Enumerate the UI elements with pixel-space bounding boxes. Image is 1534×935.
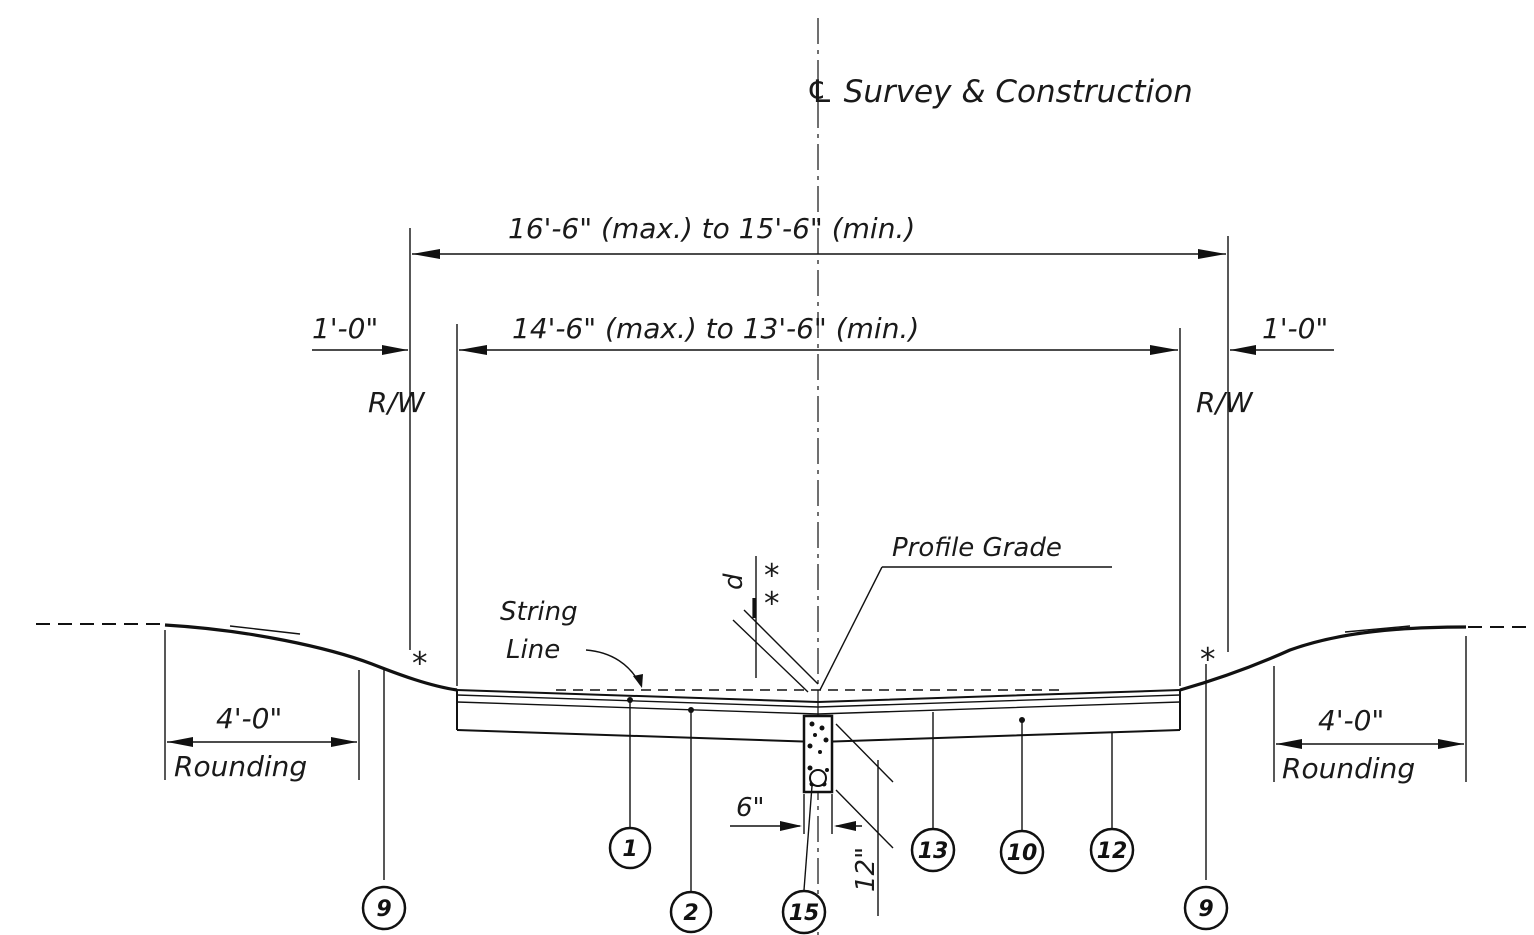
leader-2-dot [688, 707, 694, 713]
callout-10-text: 10 [1007, 841, 1038, 866]
arrow-offset-right [1230, 345, 1256, 355]
callout-12: 12 [1089, 827, 1135, 873]
callout-15: 15 [781, 889, 827, 935]
arrow-offset-left [382, 345, 408, 355]
drain-depth-label: 12" [851, 847, 881, 892]
rounding-label-left: Rounding [174, 750, 307, 783]
inner-dimension-label: 14'-6" (max.) to 13'-6" (min.) [512, 312, 919, 345]
drain-depth-ext-1 [835, 723, 894, 783]
underdrain-gravel [807, 721, 829, 787]
rounding-arrow-left-1 [167, 737, 193, 747]
callout-10: 10 [999, 829, 1045, 875]
d-label: d [719, 573, 749, 590]
row-label-right: R/W [1196, 386, 1254, 419]
string-line-arrow [633, 674, 643, 688]
callout-9-left: 9 [361, 885, 407, 931]
rounding-width-right: 4'-0" [1318, 704, 1384, 737]
callout-9-right-text: 9 [1198, 897, 1213, 922]
drain-width-arrow-left [780, 821, 802, 831]
callout-1: 1 [608, 826, 652, 870]
arrow-inner-right [1150, 345, 1178, 355]
rounding-arrow-left-2 [331, 737, 357, 747]
pavement-layer-1 [456, 694, 1181, 708]
underdrain-pipe [809, 769, 827, 787]
d-extension-1 [732, 619, 809, 693]
offset-label-right: 1'-0" [1262, 312, 1328, 345]
drain-width-label: 6" [736, 793, 765, 823]
pavement-surface [456, 689, 1181, 704]
outer-dimension-label: 16'-6" (max.) to 15'-6" (min.) [508, 212, 915, 245]
double-star-2: * [764, 586, 780, 622]
drain-depth-ext-2 [835, 789, 894, 849]
hatch-right [1344, 625, 1411, 633]
star-right: * [1200, 642, 1216, 678]
pavement-layer-2 [456, 701, 1181, 715]
arrow-inner-left [459, 345, 487, 355]
callout-12-text: 12 [1097, 839, 1128, 864]
row-label-left: R/W [368, 386, 426, 419]
callout-13: 13 [910, 827, 956, 873]
string-line-leader [585, 649, 641, 685]
rounding-arrow-right-2 [1438, 739, 1464, 749]
star-left: * [412, 646, 428, 682]
callout-2: 2 [669, 890, 713, 934]
callout-2-text: 2 [683, 901, 698, 926]
callout-13-text: 13 [918, 839, 949, 864]
ground-profile-right [1179, 625, 1467, 692]
offset-label-left: 1'-0" [312, 312, 378, 345]
leader-10-dot [1019, 717, 1025, 723]
string-line-label-1: String [500, 597, 578, 627]
arrow-outer-left [412, 249, 440, 259]
underdrain-trench [802, 714, 834, 794]
callout-9-right: 9 [1183, 885, 1229, 931]
callout-15-text: 15 [789, 901, 820, 926]
callout-1-text: 1 [622, 837, 637, 862]
d-extension-2 [743, 609, 819, 685]
leader-1-dot [627, 697, 633, 703]
string-line-label-2: Line [506, 635, 560, 665]
rounding-label-right: Rounding [1282, 752, 1415, 785]
rounding-width-left: 4'-0" [216, 702, 282, 735]
arrow-outer-right [1198, 249, 1226, 259]
centerline-title: ℄ Survey & Construction [806, 74, 1193, 110]
profile-grade-leader [819, 566, 883, 691]
profile-grade-label: Profile Grade [892, 533, 1062, 563]
callout-9-left-text: 9 [376, 897, 391, 922]
ground-profile-left [164, 623, 458, 692]
hatch-left [229, 625, 301, 635]
rounding-arrow-right-1 [1276, 739, 1302, 749]
drain-width-arrow-right [834, 821, 856, 831]
leader-15 [803, 785, 813, 891]
double-star-1: * [764, 558, 780, 594]
